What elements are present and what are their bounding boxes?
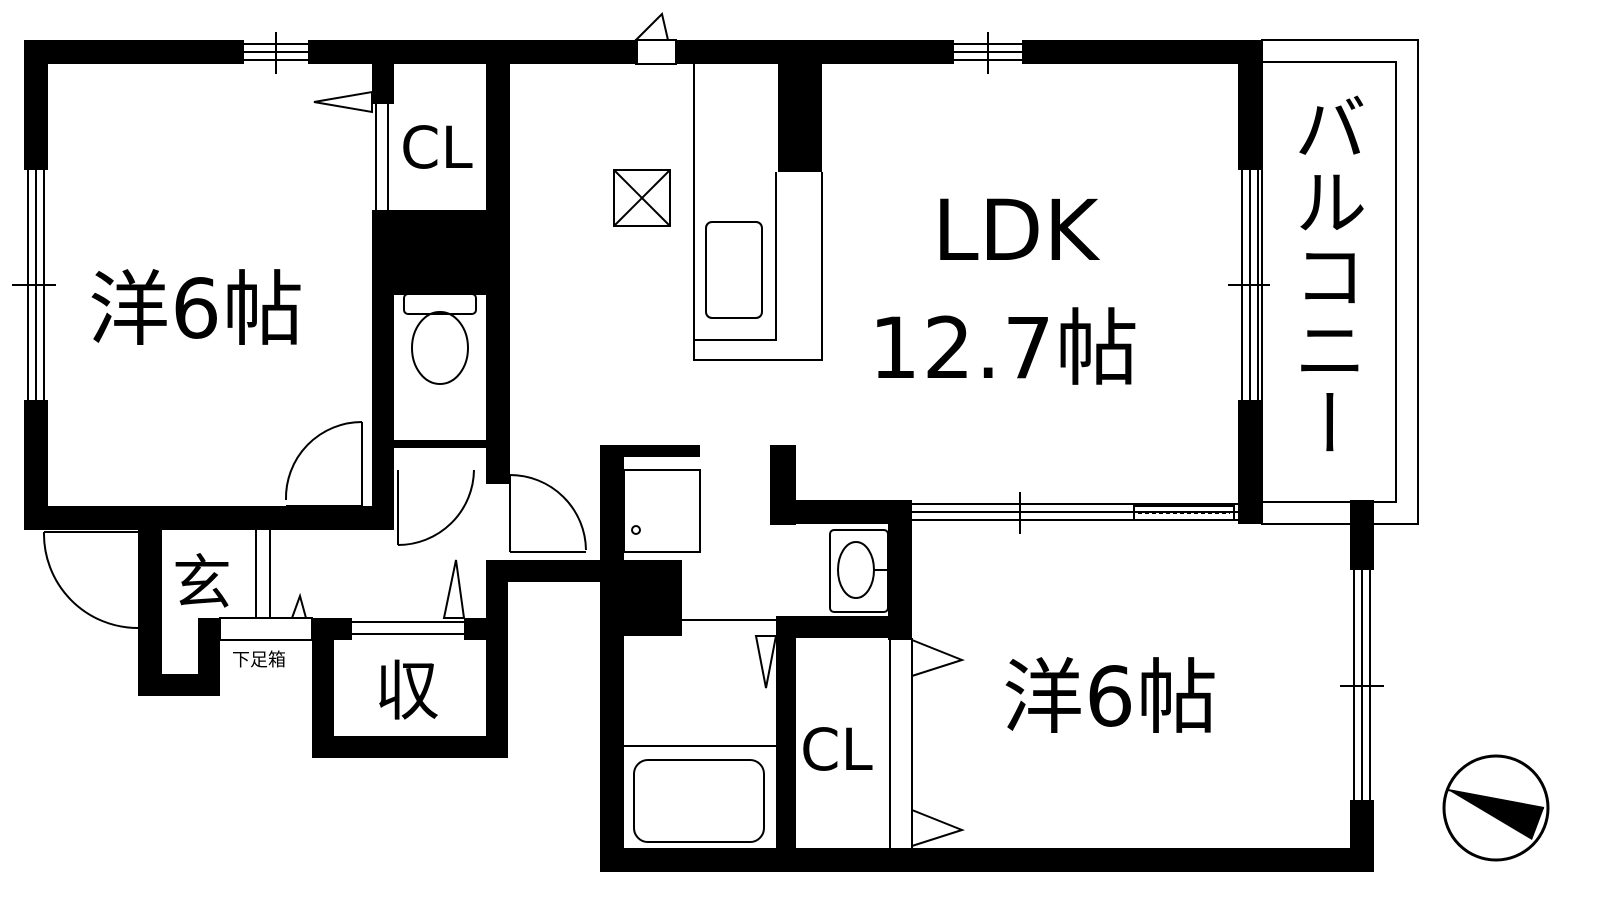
washbasin-icon (829, 529, 889, 613)
balcony-label: バルコニー (1281, 90, 1367, 460)
storage-label: 収 (374, 653, 440, 730)
vent-icon (613, 169, 671, 227)
bedroom-west-label: 洋6帖 (88, 263, 304, 358)
closet-south-label: CL (800, 716, 873, 784)
closet-west-label: CL (400, 114, 473, 182)
north-door-icon (633, 12, 677, 65)
toilet-icon (403, 293, 477, 385)
door-swings (42, 421, 587, 629)
entrance-label: 玄 (172, 549, 232, 619)
ldk-size-label: 12.7帖 (868, 300, 1139, 398)
kitchen-counter (693, 64, 823, 361)
bedroom-south-label: 洋6帖 (1002, 651, 1218, 746)
shoe-cabinet-label: 下足箱 (232, 650, 286, 671)
dashed-window (1133, 505, 1235, 521)
ldk-name-label: LDK (932, 182, 1100, 280)
exterior-walls (24, 40, 1374, 872)
closet-south-outline (889, 638, 965, 848)
closet-west-outline (313, 90, 389, 210)
north-arrow-icon (1442, 754, 1550, 862)
balcony-outline (1261, 39, 1419, 525)
entrance-details (219, 530, 466, 641)
bath-area (623, 449, 778, 843)
